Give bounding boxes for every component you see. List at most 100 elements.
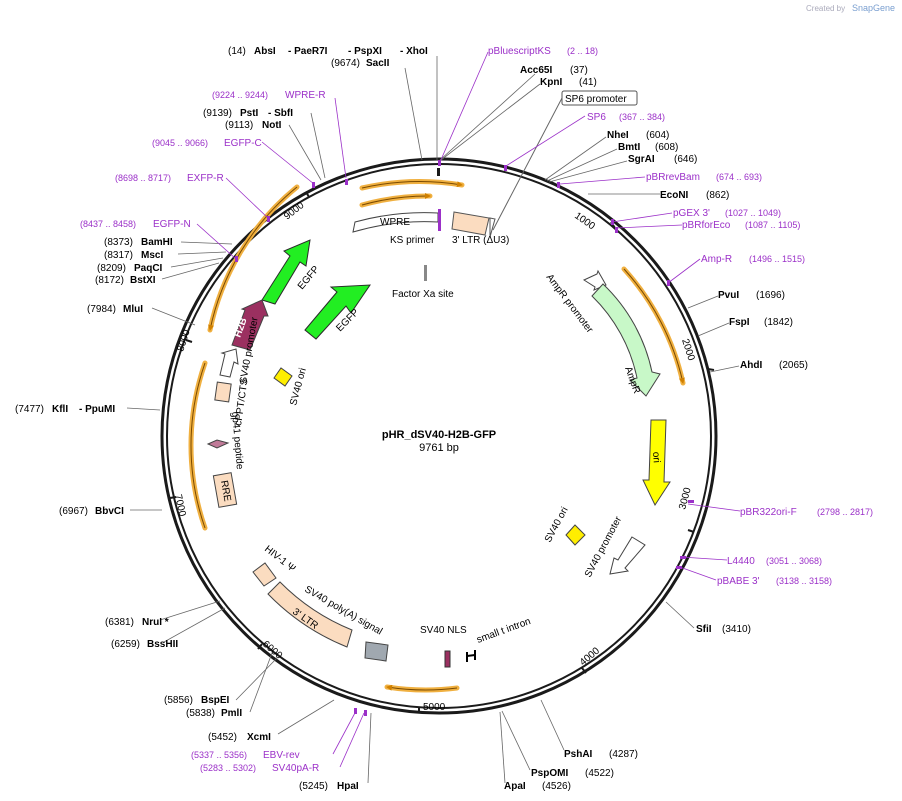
plasmid-size: 9761 bp	[419, 442, 459, 454]
sv40-promoter-right-feature[interactable]	[609, 536, 646, 575]
cppt-feature[interactable]	[214, 381, 232, 403]
site-paqci[interactable]: PaqCI	[134, 263, 163, 274]
site-mlui-pos: (7984)	[87, 304, 116, 315]
primer-pbrrevbam[interactable]: pBRrevBam	[646, 172, 700, 183]
primer-wprer-range: (9224 .. 9244)	[212, 90, 268, 100]
sv40-ori-right-feature[interactable]	[565, 524, 586, 546]
site-nhei[interactable]: NheI	[607, 130, 629, 141]
site-fspi[interactable]: FspI	[729, 317, 750, 328]
primer-egfpn-range: (8437 .. 8458)	[80, 219, 136, 229]
sv40-nls-feature[interactable]	[444, 650, 451, 668]
egfp-label-1: EGFP	[296, 264, 322, 292]
site-bstxi[interactable]: BstXI	[130, 275, 156, 286]
site-bbvci-pos: (6967)	[59, 506, 88, 517]
site-bbvci[interactable]: BbvCI	[95, 506, 124, 517]
site-absi-pos: (14)	[228, 46, 246, 57]
site-ahdi[interactable]: AhdI	[740, 360, 762, 371]
primer-sp6[interactable]: SP6	[587, 112, 606, 123]
ltr3-feature[interactable]	[267, 581, 353, 648]
sv40-ori-left-feature[interactable]	[273, 367, 293, 387]
site-hpai[interactable]: HpaI	[337, 781, 359, 792]
primer-pbrforeco[interactable]: pBRforEco	[682, 220, 731, 231]
factor-xa-label: Factor Xa site	[392, 289, 454, 300]
ks-primer-label: KS primer	[390, 235, 435, 246]
site-kfli[interactable]: KflI	[52, 404, 68, 415]
site-fspi-pos: (1842)	[764, 317, 793, 328]
primer-egfpc[interactable]: EGFP-C	[224, 138, 262, 149]
site-pspxi[interactable]: - PspXI	[348, 46, 382, 57]
site-pvui[interactable]: PvuI	[718, 290, 739, 301]
site-pspomi[interactable]: PspOMI	[531, 768, 568, 779]
primer-egfpn[interactable]: EGFP-N	[153, 219, 191, 230]
site-noti[interactable]: NotI	[262, 120, 282, 131]
primer-sv40par[interactable]: SV40pA-R	[272, 763, 319, 774]
site-pshai-pos: (4287)	[609, 749, 638, 760]
site-sfii[interactable]: SfiI	[696, 624, 712, 635]
site-econi[interactable]: EcoNI	[660, 190, 689, 201]
site-sacii-pos: (9674)	[331, 58, 360, 69]
site-paer7i[interactable]: - PaeR7I	[288, 46, 328, 57]
site-nrui-pos: (6381)	[105, 617, 134, 628]
site-mlui[interactable]: MluI	[123, 304, 143, 315]
egfp-arrow-1[interactable]	[261, 239, 311, 305]
site-xcmi[interactable]: XcmI	[247, 732, 271, 743]
small-t-feature[interactable]	[466, 650, 476, 662]
site-kpni-pos: (41)	[579, 77, 597, 88]
small-t-label: small t intron	[475, 616, 532, 646]
site-xhoi[interactable]: - XhoI	[400, 46, 428, 57]
egfp-arrow-2[interactable]	[304, 284, 371, 340]
site-bmti[interactable]: BmtI	[618, 142, 640, 153]
primer-pgex3[interactable]: pGEX 3'	[673, 208, 710, 219]
primer-l4440[interactable]: L4440	[727, 556, 755, 567]
site-bspei-pos: (5856)	[164, 695, 193, 706]
primer-ampr[interactable]: Amp-R	[701, 254, 732, 265]
sv40-promoter-left-feature[interactable]	[219, 348, 239, 378]
site-pmli[interactable]: PmlI	[221, 708, 242, 719]
primer-wprer[interactable]: WPRE-R	[285, 90, 326, 101]
primer-pbluescriptks[interactable]: pBluescriptKS	[488, 46, 551, 57]
h2b-feature[interactable]	[231, 299, 269, 351]
site-ppumi[interactable]: - PpuMI	[79, 404, 115, 415]
sv40-polya-feature[interactable]	[364, 641, 389, 662]
site-pshai[interactable]: PshAI	[564, 749, 593, 760]
site-paqci-pos: (8209)	[97, 263, 126, 274]
primer-ebvrev[interactable]: EBV-rev	[263, 750, 300, 761]
tick-7000: 7000	[172, 493, 187, 517]
rre-label: RRE	[218, 480, 233, 503]
site-sgrai-pos: (646)	[674, 154, 697, 165]
site-nrui[interactable]: NruI *	[142, 617, 169, 628]
factor-xa-feature[interactable]	[424, 265, 427, 281]
rre-feature[interactable]	[212, 472, 238, 508]
hiv-psi-feature[interactable]	[252, 562, 277, 587]
primer-pbr322ori-range: (2798 .. 2817)	[817, 507, 873, 517]
credit-brand[interactable]: SnapGene	[852, 3, 895, 13]
site-apai[interactable]: ApaI	[504, 781, 526, 792]
primer-sv40par-range: (5283 .. 5302)	[200, 763, 256, 773]
site-bspei[interactable]: BspEI	[201, 695, 230, 706]
site-absi[interactable]: AbsI	[254, 46, 276, 57]
site-sbfi[interactable]: - SbfI	[268, 108, 293, 119]
site-bsshii[interactable]: BssHII	[147, 639, 178, 650]
site-msci[interactable]: MscI	[141, 250, 163, 261]
ltr3-delta-feature[interactable]	[451, 211, 490, 236]
site-kpni[interactable]: KpnI	[540, 77, 562, 88]
primer-pbr322ori[interactable]: pBR322ori-F	[740, 507, 797, 518]
site-acc65i[interactable]: Acc65I	[520, 65, 552, 76]
ampr-feature[interactable]	[591, 283, 661, 397]
site-kfli-pos: (7477)	[15, 404, 44, 415]
sv40-ori-right-label: SV40 ori	[543, 505, 571, 544]
ampr-promoter-feature[interactable]	[582, 269, 607, 291]
site-psti[interactable]: PstI	[240, 108, 259, 119]
site-sgrai[interactable]: SgrAI	[628, 154, 655, 165]
gp41-feature[interactable]	[206, 439, 230, 449]
site-bamhi[interactable]: BamHI	[141, 237, 173, 248]
site-bstxi-pos: (8172)	[95, 275, 124, 286]
ori-feature[interactable]	[642, 419, 671, 507]
site-pmli-pos: (5838)	[186, 708, 215, 719]
primer-marks	[235, 160, 694, 716]
primer-exfpr[interactable]: EXFP-R	[187, 173, 224, 184]
primer-pbabe3[interactable]: pBABE 3'	[717, 576, 760, 587]
site-sacii[interactable]: SacII	[366, 58, 390, 69]
tick-9000: 9000	[282, 200, 307, 223]
site-noti-pos: (9113)	[225, 120, 253, 131]
